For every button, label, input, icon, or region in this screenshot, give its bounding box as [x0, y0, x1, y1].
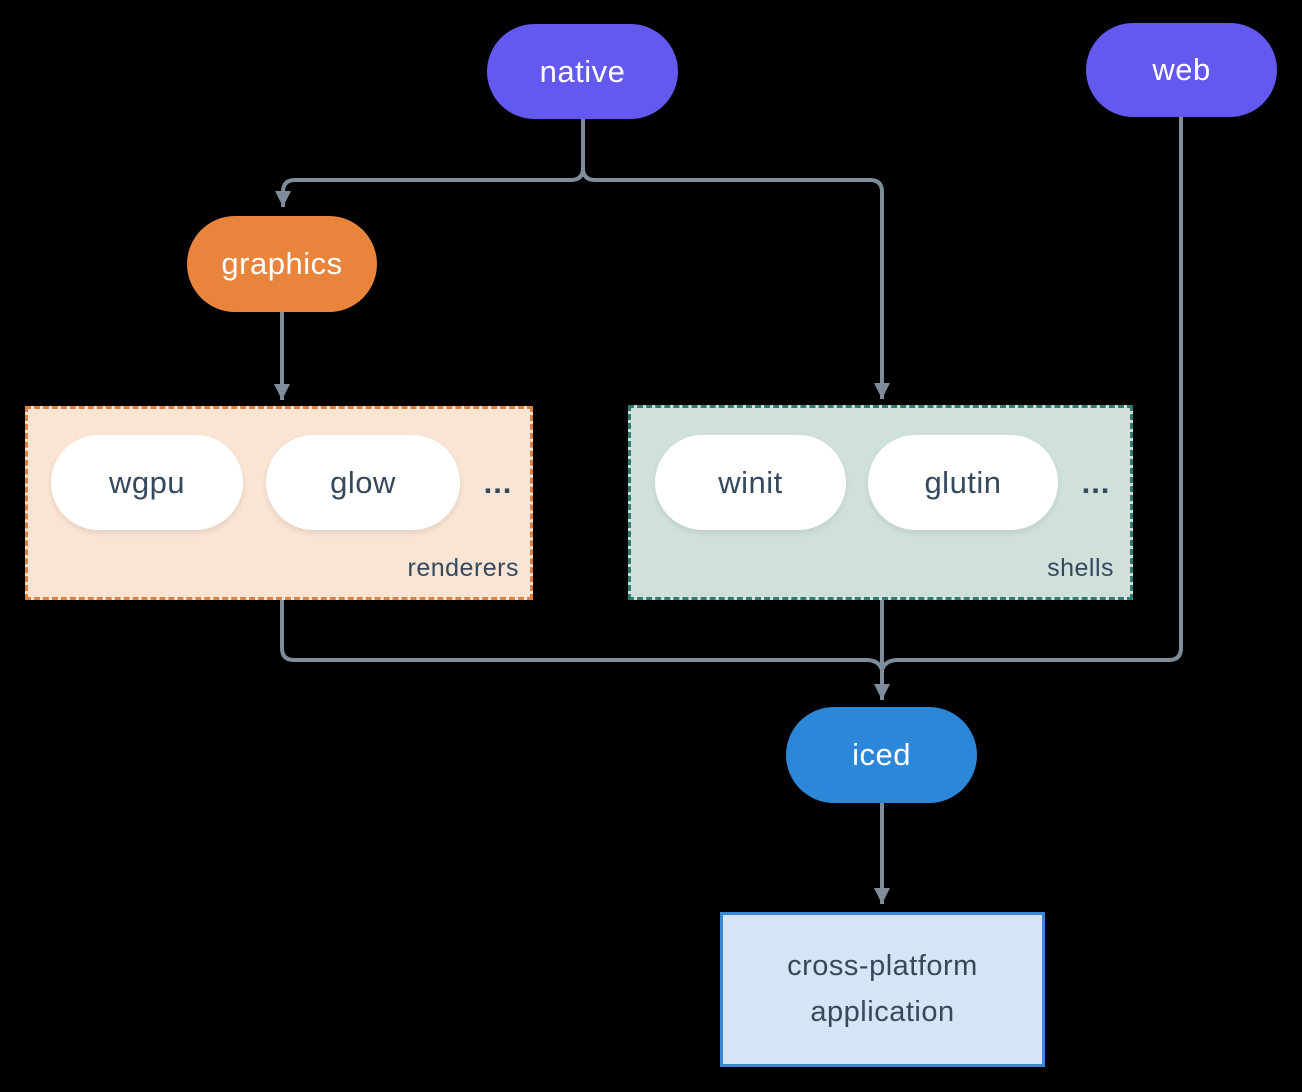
node-graphics: graphics	[187, 216, 377, 312]
shells-ellipsis: ...	[1081, 464, 1111, 500]
node-web: web	[1086, 23, 1277, 117]
node-glutin: glutin	[868, 435, 1058, 530]
node-native: native	[487, 24, 678, 119]
node-iced-label: iced	[852, 737, 911, 772]
node-winit-label: winit	[718, 464, 783, 500]
node-winit: winit	[655, 435, 846, 530]
group-renderers: wgpu glow ... renderers	[25, 406, 533, 600]
node-glow: glow	[266, 435, 460, 530]
edge-native-to-graphics	[275, 119, 585, 207]
renderers-ellipsis: ...	[483, 464, 513, 500]
shells-group-label: shells	[1047, 554, 1114, 582]
node-glutin-label: glutin	[924, 464, 1002, 500]
node-graphics-label: graphics	[221, 246, 343, 281]
node-glow-label: glow	[330, 464, 396, 500]
edge-web-to-junction	[880, 117, 1183, 671]
node-iced: iced	[786, 707, 977, 803]
renderers-group-label: renderers	[407, 554, 519, 582]
node-wgpu: wgpu	[51, 435, 243, 530]
node-web-label: web	[1152, 52, 1211, 87]
node-wgpu-label: wgpu	[108, 464, 186, 500]
edge-native-to-shells	[581, 119, 890, 399]
node-cross-platform-application: cross-platform application	[720, 912, 1045, 1067]
group-shells: winit glutin ... shells	[628, 405, 1133, 600]
node-application-label: cross-platform application	[787, 949, 978, 1028]
node-native-label: native	[539, 53, 626, 89]
edge-renderers-to-junction	[280, 600, 884, 671]
